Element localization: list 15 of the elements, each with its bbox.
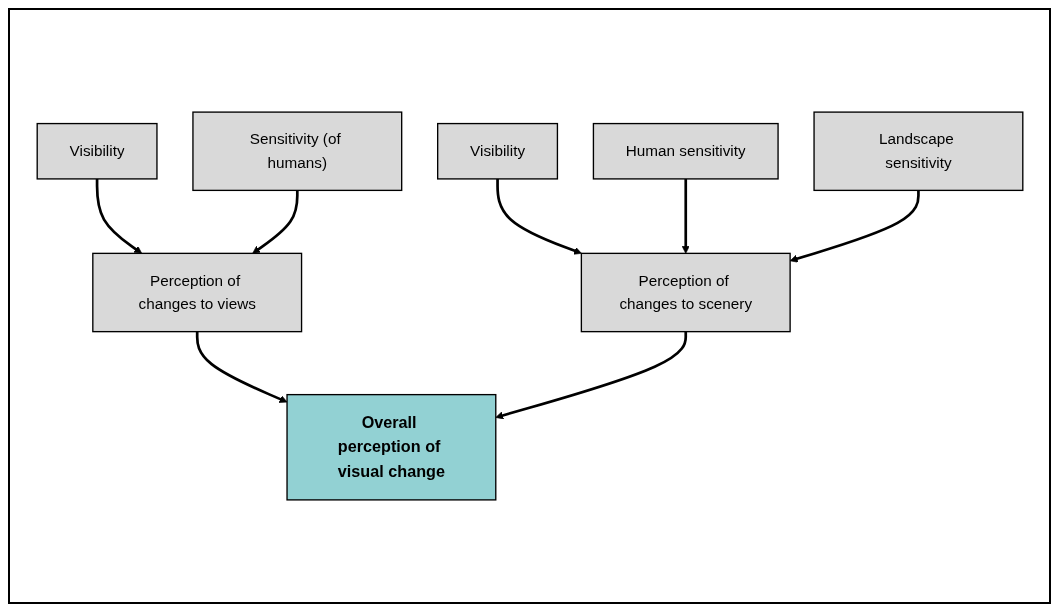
node-box: [580, 252, 791, 333]
diagram-frame: Visibility Sensitivity (of humans) Visibility Human sensitivity Landscape sensitivity Perception of changes to views Perception of changes to scenery Overall perception of visual change: [8, 8, 1051, 604]
arrow: [681, 178, 690, 254]
node-box: [36, 122, 158, 180]
node-box: [436, 122, 558, 180]
node-box: [592, 122, 779, 180]
node-box: [91, 252, 302, 333]
node-box: [285, 393, 496, 501]
node-box: [191, 111, 402, 192]
arrow: [251, 190, 299, 254]
node-box: [812, 111, 1023, 192]
arrow: [95, 178, 142, 254]
arrow: [495, 178, 582, 255]
arrow: [789, 190, 920, 263]
arrow: [195, 331, 287, 403]
